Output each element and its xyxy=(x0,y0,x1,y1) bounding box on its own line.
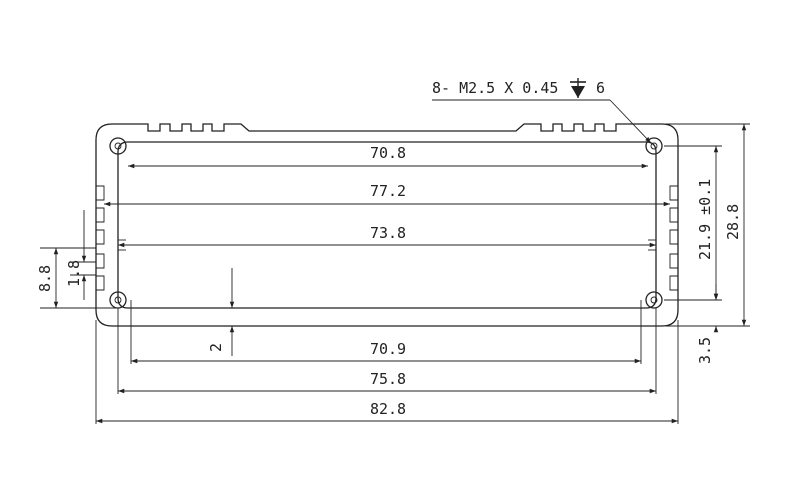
dim-2-label: 2 xyxy=(207,343,225,352)
dim-8-8-label: 8.8 xyxy=(36,265,54,292)
depth-symbol xyxy=(570,78,586,98)
dim-28-8-label: 28.8 xyxy=(724,204,742,240)
outer-profile xyxy=(95,123,679,327)
bottom-extension-lines xyxy=(95,300,679,424)
right-extension-lines xyxy=(664,123,750,327)
dim-1-8-label: 1.8 xyxy=(65,260,83,287)
dim-73-8-label: 73.8 xyxy=(370,224,406,242)
dim-21-9-label: 21.9 ±0.1 xyxy=(696,179,714,260)
dim-3-5-label: 3.5 xyxy=(696,337,714,364)
screw-boss-top-left xyxy=(109,137,127,155)
dim-75-8-label: 75.8 xyxy=(370,370,406,388)
thread-callout: 8- M2.5 X 0.45 6 xyxy=(432,78,652,144)
dim-77-2-label: 77.2 xyxy=(370,182,406,200)
dim-70-9-label: 70.9 xyxy=(370,340,406,358)
thread-depth-value: 6 xyxy=(596,79,605,97)
thread-callout-text: 8- M2.5 X 0.45 xyxy=(432,79,558,97)
left-side-slots xyxy=(96,185,126,291)
dim-70-8-label: 70.8 xyxy=(370,144,406,162)
dim-82-8-label: 82.8 xyxy=(370,400,406,418)
inner-cavity xyxy=(117,141,657,309)
screw-boss-bottom-right xyxy=(645,291,663,309)
right-side-slots xyxy=(648,185,678,291)
screw-boss-top-right xyxy=(645,137,663,155)
